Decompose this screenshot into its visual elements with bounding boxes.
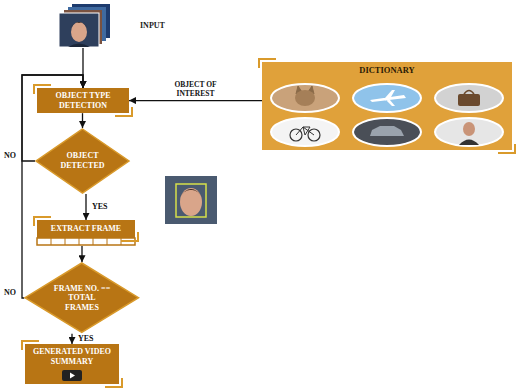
dictionary-images — [262, 62, 512, 150]
decision-diamond: FRAME NO. == TOTAL FRAMES — [24, 262, 140, 333]
strip-cells — [51, 238, 121, 245]
bag-image — [435, 84, 503, 112]
flow-arrow — [82, 113, 83, 128]
bag-handle — [464, 91, 474, 95]
shirt — [68, 44, 90, 48]
play-symbol — [70, 373, 75, 379]
car-image — [353, 118, 421, 146]
input-frames: INPUT — [58, 4, 110, 48]
flow-arrow — [71, 334, 72, 344]
diamond-shape — [25, 263, 139, 332]
output-box-fill — [25, 344, 119, 384]
bicycle-image — [271, 118, 339, 146]
video-frame — [62, 370, 82, 381]
flow-arrow — [129, 100, 262, 101]
dictionary-panel: DICTIONARY — [262, 62, 512, 150]
edge-label: NO — [3, 151, 17, 160]
person-image — [435, 118, 503, 146]
node-label: FRAME NO. == TOTAL FRAMES — [53, 284, 111, 313]
panel-title: DICTIONARY — [262, 62, 512, 75]
flow-arrow — [85, 194, 86, 220]
face — [180, 188, 202, 216]
airplane — [370, 90, 406, 106]
output-box: GENERATED VIDEO SUMMARY — [25, 344, 119, 384]
hair — [70, 22, 88, 28]
photo — [165, 176, 217, 224]
detected-face-thumbnail — [165, 176, 217, 224]
bounding-box — [176, 184, 206, 217]
diamond-shape — [36, 129, 129, 193]
edge-label: YES — [77, 334, 95, 343]
edge-label: NO — [3, 288, 17, 297]
car — [370, 126, 404, 136]
airplane-image — [353, 84, 421, 112]
edge-label: OBJECT OF INTEREST — [164, 81, 228, 98]
bag — [458, 94, 480, 106]
node-label: OBJECT TYPE DETECTION — [41, 91, 125, 110]
face — [71, 22, 87, 42]
process-box: EXTRACT FRAME — [37, 220, 135, 238]
hair — [179, 189, 203, 198]
video-icon — [62, 370, 82, 381]
panel-fill — [262, 62, 512, 150]
edge-label: YES — [91, 202, 109, 211]
node-label: OBJECT DETECTED — [58, 151, 108, 170]
node-label: INPUT — [140, 21, 165, 31]
face — [463, 122, 475, 136]
shirt — [459, 140, 479, 146]
flow-arrow — [81, 246, 82, 262]
input-photo-stack — [59, 4, 110, 47]
bicycle-frame — [296, 127, 314, 135]
cat-image — [271, 84, 339, 112]
photo — [59, 13, 99, 47]
node-label: EXTRACT FRAME — [41, 224, 131, 234]
decision-diamond: OBJECT DETECTED — [35, 128, 130, 194]
process-box: OBJECT TYPE DETECTION — [37, 88, 129, 113]
node-label: GENERATED VIDEO SUMMARY — [29, 347, 115, 366]
cat-head — [295, 90, 315, 106]
